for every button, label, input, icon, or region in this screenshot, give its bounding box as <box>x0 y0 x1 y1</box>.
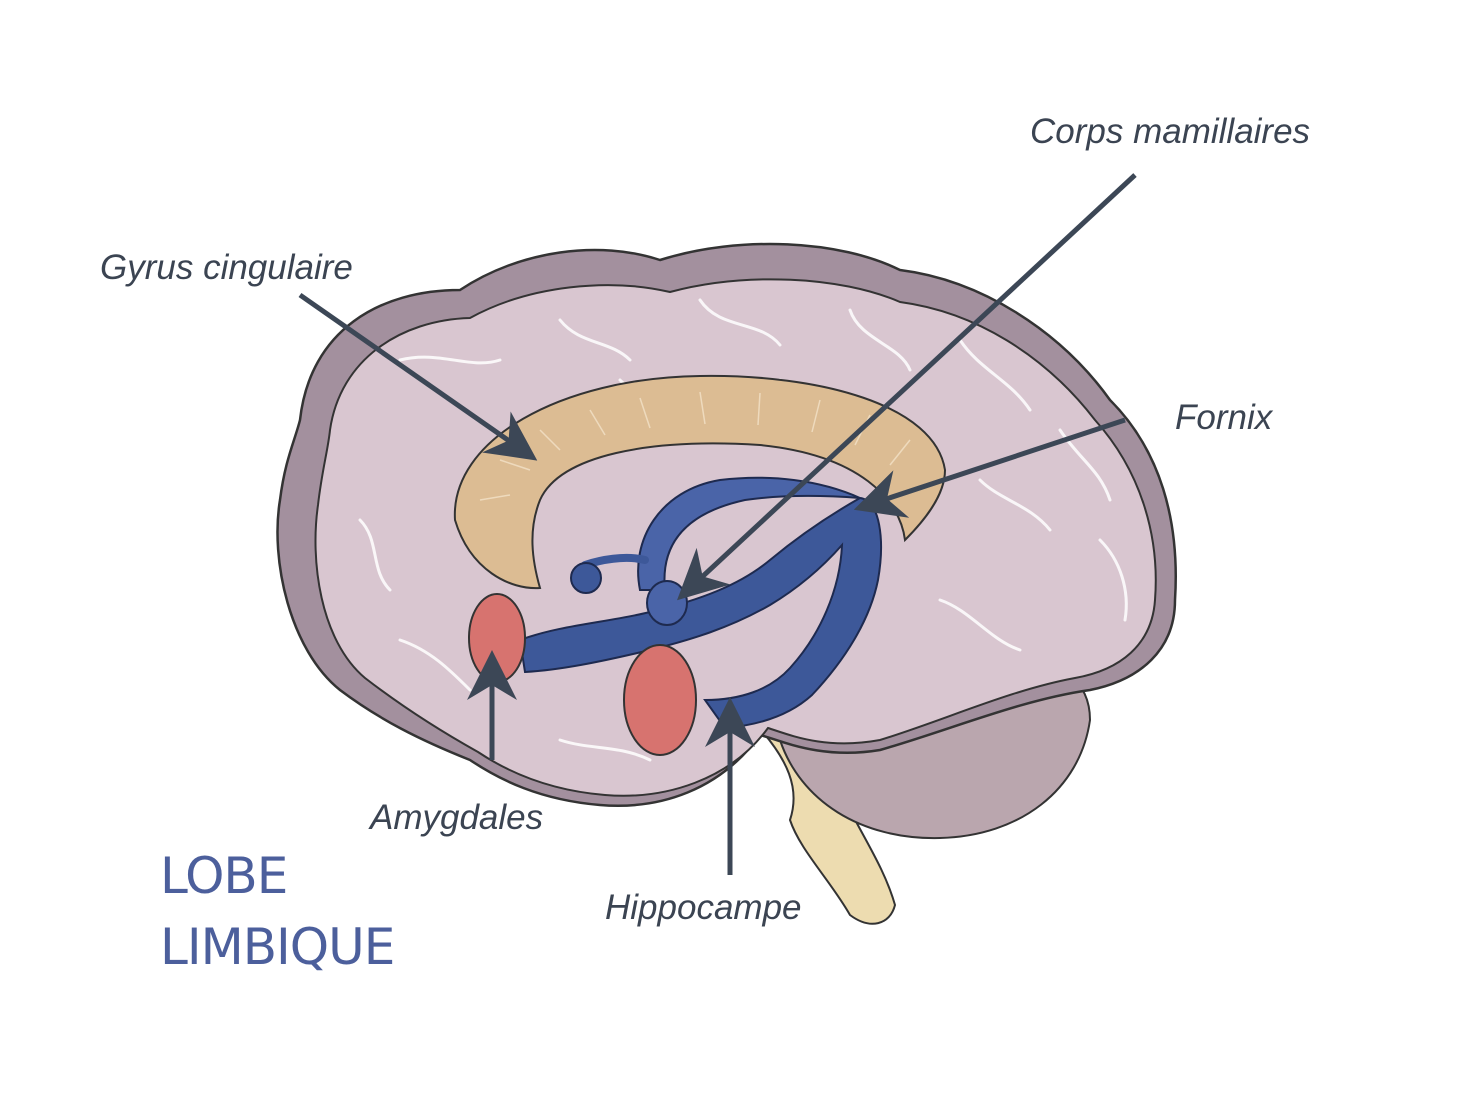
title-line-2: LIMBIQUE <box>160 918 395 976</box>
arrow-corps-mamillaires <box>677 173 1137 601</box>
amygdala-right <box>623 644 697 756</box>
label-fornix: Fornix <box>1175 398 1273 437</box>
label-amygdales: Amygdales <box>370 798 544 837</box>
title-line-1: LOBE <box>160 847 288 905</box>
label-gyrus-cingulaire: Gyrus cingulaire <box>100 248 353 287</box>
mammillary-body <box>646 580 688 626</box>
arrow-fornix <box>853 417 1126 518</box>
label-arrows <box>298 173 1137 875</box>
fornix <box>518 496 882 730</box>
label-corps-mamillaires: Corps mamillaires <box>1030 112 1311 151</box>
fornix-anterior-bulb <box>570 562 602 594</box>
arrow-gyrus-cingulaire <box>298 292 538 461</box>
label-hippocampe: Hippocampe <box>605 888 802 927</box>
amygdala-left <box>468 593 526 683</box>
